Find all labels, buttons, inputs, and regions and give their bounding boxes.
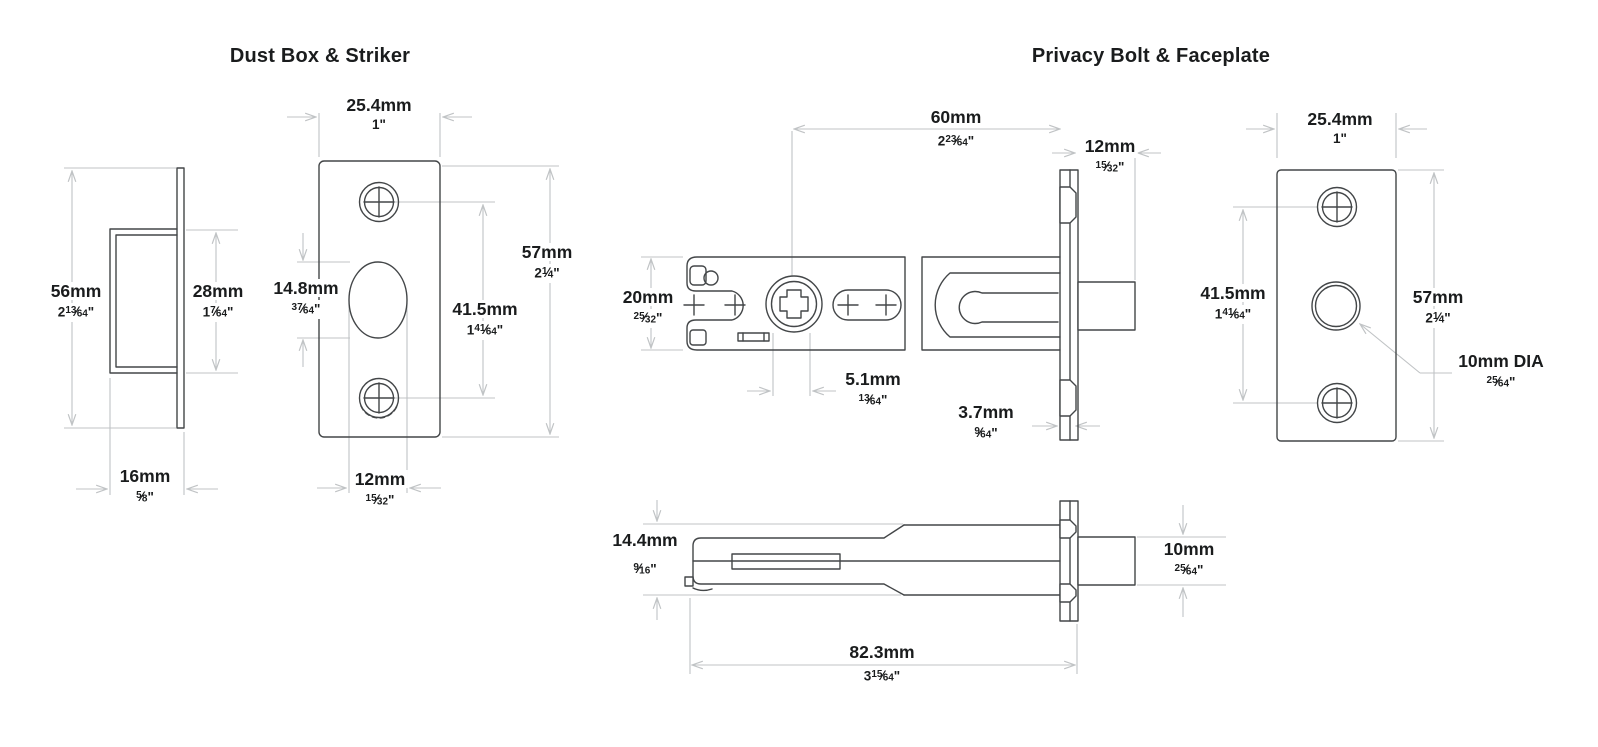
dim-bolt-tip-dia: 10mm 25⁄64": [1161, 539, 1217, 580]
dim-faceplate-screw-spacing: 41.5mm 141⁄64": [1198, 283, 1268, 324]
dim-striker-hole-height: 14.8mm 37⁄64": [271, 278, 341, 319]
dim-spindle-hole-width: 5.1mm 13⁄64": [843, 369, 903, 410]
dimension-lines: [64, 113, 1452, 674]
dim-dust-box-depth: 16mm 5⁄8": [117, 466, 173, 507]
dim-faceplate-hole-dia: 10mm DIA 25⁄64": [1456, 351, 1546, 392]
dim-striker-screw-spacing: 41.5mm 141⁄64": [450, 299, 520, 340]
faceplate-section: [1059, 500, 1079, 622]
screw-cross-icon: [363, 382, 395, 414]
screw-cross-icon: [363, 186, 395, 218]
striker-front-view: [318, 160, 441, 438]
dim-dust-box-height: 56mm 213⁄64": [48, 281, 104, 322]
dim-striker-height: 57mm 21⁄4": [519, 242, 575, 283]
bolt-fork: [934, 272, 1061, 338]
dim-faceplate-thickness: 3.7mm 9⁄64": [956, 402, 1016, 443]
dim-dust-box-opening: 28mm 17⁄64": [190, 281, 246, 322]
latch-hole: [348, 261, 408, 339]
privacy-bolt-side-view: [683, 169, 1136, 441]
dim-bolt-projection: 12mm 15⁄32": [1082, 136, 1138, 177]
faceplate-front-view: [1276, 169, 1397, 442]
dim-striker-width: 25.4mm 1": [344, 95, 414, 132]
bolt-tip: [1077, 281, 1136, 331]
section-title-dust-box: Dust Box & Striker: [229, 45, 411, 67]
dust-box-side-view: [109, 167, 185, 429]
spindle-hole-icon: [779, 289, 809, 319]
screw-cross-icon: [1321, 191, 1353, 223]
bolt-hole: [1311, 281, 1361, 331]
dim-bolt-bottom-height: 14.4mm 9⁄16": [610, 530, 680, 579]
dim-striker-hole-width: 12mm 15⁄32": [352, 469, 408, 510]
screw-cross-icon: [1321, 387, 1353, 419]
privacy-bolt-bottom-view: [684, 500, 1136, 622]
dim-bolt-overall-length: 82.3mm 315⁄64": [847, 642, 917, 686]
section-title-privacy-bolt: Privacy Bolt & Faceplate: [1031, 45, 1271, 67]
dim-bolt-backset: 60mm 223⁄64": [928, 107, 984, 151]
dim-faceplate-height: 57mm 21⁄4": [1410, 287, 1466, 328]
dim-bolt-body-height: 20mm 25⁄32": [620, 287, 676, 328]
dim-faceplate-width: 25.4mm 1": [1305, 109, 1375, 146]
bolt-tip: [1077, 536, 1136, 586]
